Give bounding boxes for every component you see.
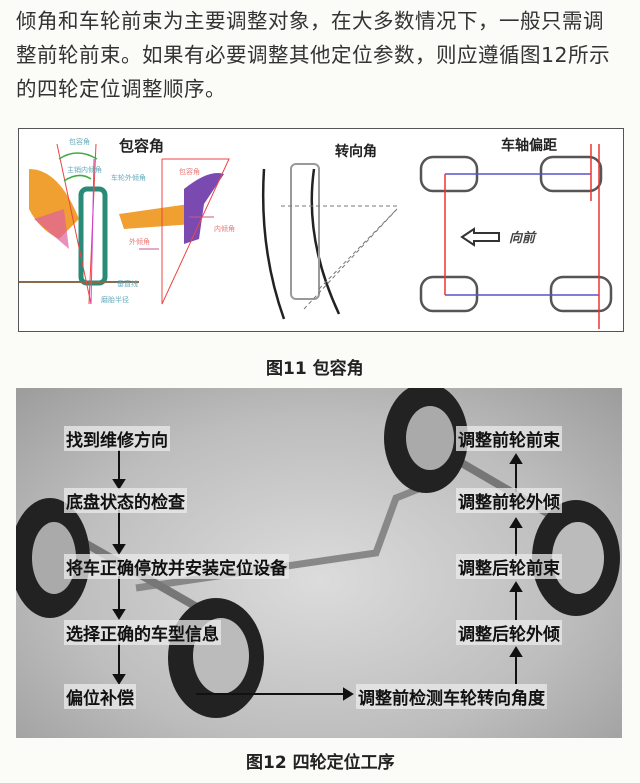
chassis-illustration [16, 388, 620, 718]
step-offset-compensation: 偏位补偿 [64, 684, 136, 709]
label: 包容角 [69, 138, 90, 146]
panel-title-steering-angle: 转向角 [335, 144, 377, 160]
figure-11-caption: 图11 包容角 [266, 359, 364, 379]
label: 外倾角 [129, 238, 150, 246]
label: 主销内倾角 [67, 166, 102, 174]
step-park-install: 将车正确停放并安装定位设备 [64, 554, 289, 579]
paragraph-line: 整前轮前束。如果有必要调整其他定位参数，则应遵循图12所示 [16, 43, 611, 67]
figure-11: 包容角 转向角 车轴偏距 向前 包容角 主销内倾角 车轮外倾角 包容角 内倾角 … [18, 128, 624, 332]
label: 车轮外倾角 [111, 174, 146, 182]
step-rear-camber: 调整后轮外倾 [456, 620, 562, 645]
step-select-model: 选择正确的车型信息 [64, 620, 221, 645]
panel-title-axle-offset: 车轴偏距 [501, 138, 557, 154]
body-paragraph: 倾角和车轮前束为主要调整对象，在大多数情况下，一般只需调 整前轮前束。如果有必要… [16, 4, 632, 106]
forward-label: 向前 [509, 231, 536, 246]
step-front-toe: 调整前轮前束 [456, 426, 562, 451]
step-find-direction: 找到维修方向 [64, 426, 170, 451]
figure-12-caption: 图12 四轮定位工序 [246, 753, 395, 773]
label: 磨胎半径 [101, 296, 129, 304]
paragraph-line: 的四轮定位调整顺序。 [16, 77, 226, 101]
panel-title-included-angle: 包容角 [119, 137, 165, 155]
label: 垂直线 [117, 280, 138, 288]
label: 包容角 [179, 168, 200, 176]
figure-12-chassis-photo: 找到维修方向 底盘状态的检查 将车正确停放并安装定位设备 选择正确的车型信息 偏… [16, 388, 622, 738]
step-check-steering-angle: 调整前检测车轮转向角度 [356, 684, 547, 709]
paragraph-line: 倾角和车轮前束为主要调整对象，在大多数情况下，一般只需调 [16, 9, 604, 33]
step-chassis-check: 底盘状态的检查 [64, 488, 187, 513]
label: 内倾角 [214, 225, 235, 233]
included-angle-diagram [19, 143, 613, 329]
step-rear-toe: 调整后轮前束 [456, 554, 562, 579]
step-front-camber: 调整前轮外倾 [456, 488, 562, 513]
